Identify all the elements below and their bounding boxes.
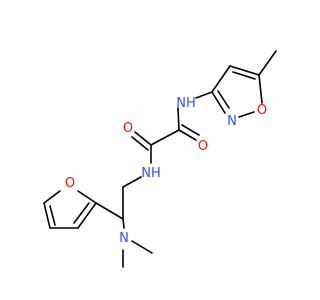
bond-furan-c5-c4-double <box>49 205 56 226</box>
bond-ch-furan <box>95 202 124 220</box>
bond-n-c3-double <box>217 90 230 109</box>
bond-n-c3 <box>211 91 226 114</box>
bond-c3-nh <box>195 91 213 99</box>
atom-o-isoxazole: O <box>257 103 267 118</box>
bond-nh-c2 <box>177 107 180 131</box>
atom-n-isoxazole: N <box>227 114 237 129</box>
bond-c2-c1 <box>150 129 180 146</box>
atom-labels: O O NH NH N O O N <box>65 96 267 246</box>
bond-c1-o <box>134 131 152 146</box>
bond-nh-ch2 <box>122 176 142 188</box>
bond-o-n <box>238 111 255 118</box>
bond-c3-c4 <box>211 65 231 93</box>
bond-c5-methyl <box>258 50 277 76</box>
bond-ch-n <box>122 218 125 229</box>
bond-furan-c3-c2-double <box>73 202 90 224</box>
atom-nh-mid: NH <box>141 166 161 181</box>
bond-c4-c5 <box>229 65 260 76</box>
bond-n-methyl-right <box>131 240 153 254</box>
bond-c5-o <box>258 74 263 104</box>
molecule-structure: O O NH NH N O O N <box>43 50 277 268</box>
molecule-canvas: O O NH NH N O O N <box>43 50 277 268</box>
bond-furan-c2-o <box>77 190 97 204</box>
bonds <box>43 50 277 268</box>
bond-c2-o-double <box>181 124 200 136</box>
bond-c4-c5-double <box>232 71 256 80</box>
atom-o-amide-1: O <box>123 121 133 136</box>
atom-n-dimethyl: N <box>119 231 129 246</box>
atom-o-amide-2: O <box>198 139 208 154</box>
bond-furan-c5-c4 <box>43 202 51 229</box>
bond-c2-o <box>178 129 197 141</box>
bond-furan-c3-c2 <box>77 202 97 229</box>
atom-o-furan: O <box>65 176 75 191</box>
bond-c1-o-double <box>131 136 149 151</box>
bond-furan-o-c5 <box>43 190 61 204</box>
atom-nh-top: NH <box>176 96 196 111</box>
